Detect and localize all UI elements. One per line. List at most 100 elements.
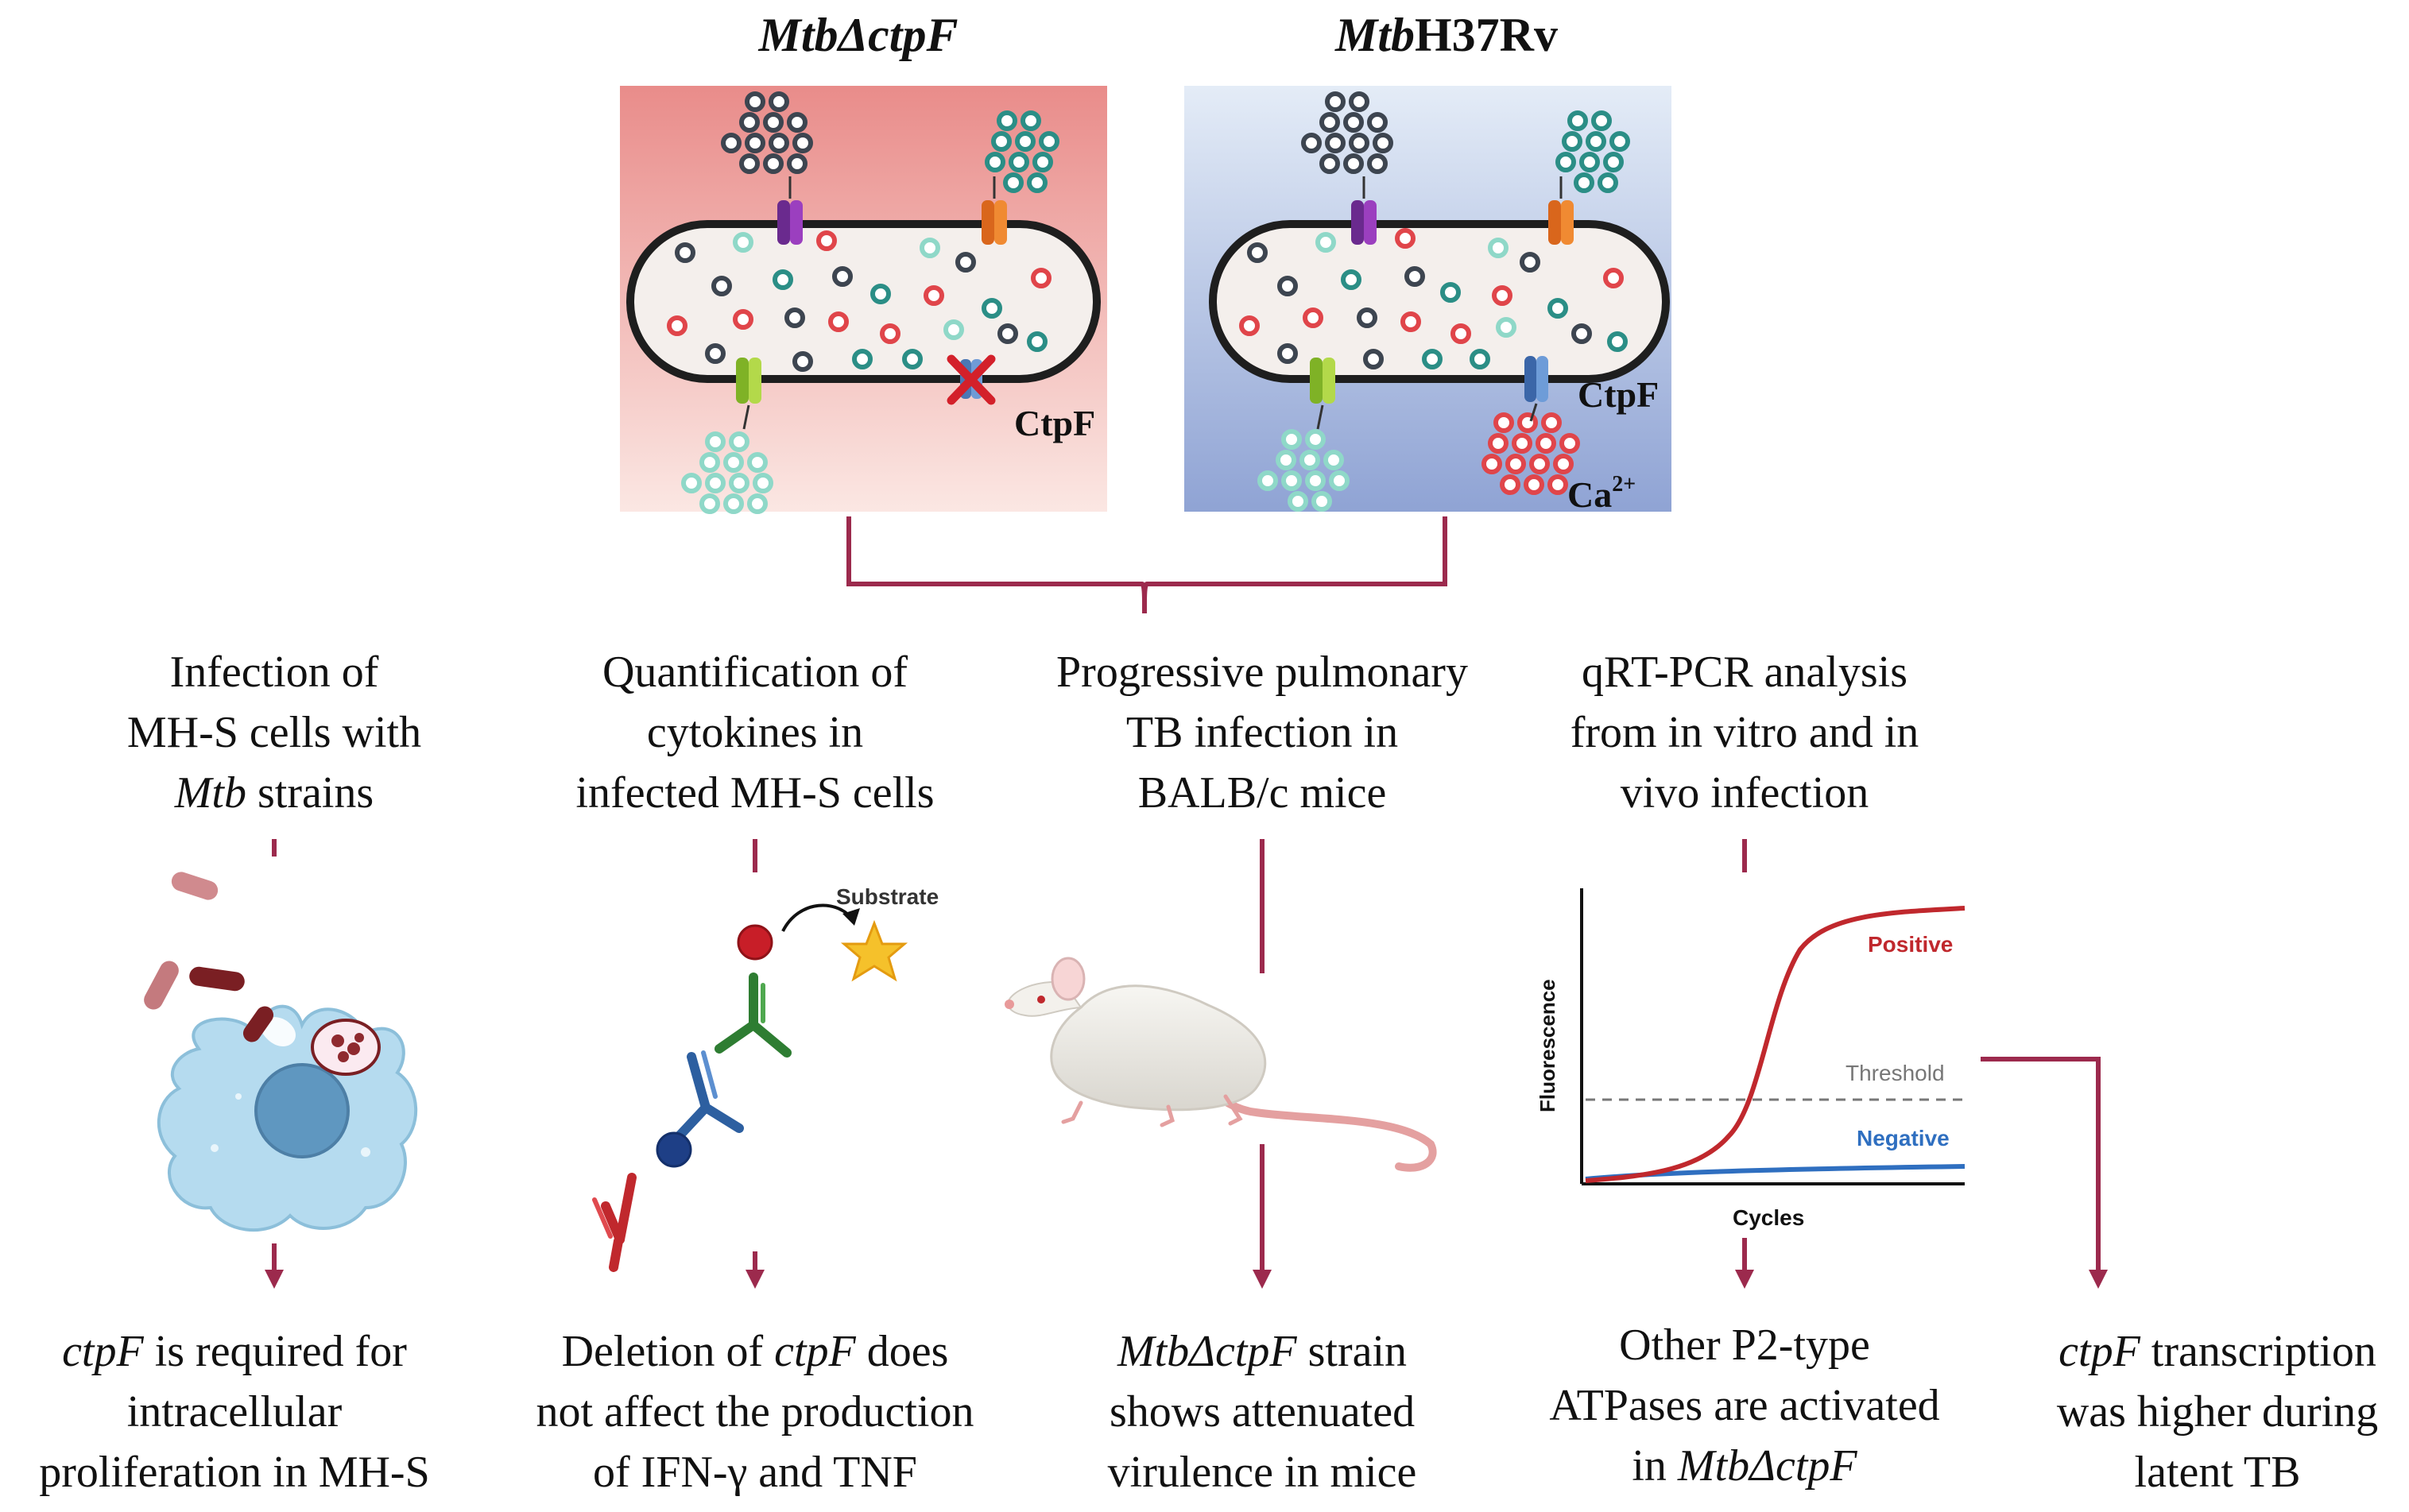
ion-dot	[747, 493, 768, 514]
ion-dot	[1395, 228, 1416, 249]
ion-dot	[787, 153, 808, 174]
ion-dot	[1512, 433, 1532, 454]
text-segment: Quantification of	[602, 648, 908, 697]
ion-dot	[1547, 474, 1568, 495]
text-segment: Deletion of	[561, 1327, 775, 1376]
text-segment: shows attenuated	[1109, 1387, 1416, 1437]
ion-dot	[1301, 133, 1322, 153]
ion-dot	[997, 323, 1018, 344]
phagosome	[311, 1019, 381, 1076]
ion-dot	[955, 252, 976, 273]
threshold-to-latent-arrow	[1981, 1057, 2108, 1289]
negative-label: Negative	[1857, 1126, 1950, 1150]
text-line: infected MH-S cells	[556, 763, 954, 823]
ion-dot	[1367, 153, 1388, 174]
ion-dot	[943, 319, 964, 340]
ion-dot	[1299, 450, 1320, 470]
text-segment: was higher during	[2056, 1387, 2379, 1437]
cycles-label: Cycles	[1733, 1205, 1804, 1230]
membrane-pump-icon	[1351, 176, 1377, 245]
text-segment: qRT-PCR analysis	[1582, 648, 1907, 697]
ion-dot	[1305, 470, 1326, 491]
ion-dot	[1496, 317, 1516, 338]
ion-dot	[1603, 152, 1624, 172]
rod-bacterium-icon	[189, 966, 245, 992]
wildtype-extracellular-ions	[1257, 91, 1630, 512]
ion-dot	[1032, 152, 1053, 172]
text-segment: strain	[1296, 1327, 1408, 1376]
threshold-label: Threshold	[1845, 1061, 1945, 1085]
text-line: Mtb strains	[76, 763, 473, 823]
ion-dot	[787, 112, 808, 133]
text-line: from in vitro and in	[1554, 702, 1935, 763]
text-segment: Mtb	[174, 768, 246, 818]
text-segment: cytokines in	[646, 708, 864, 757]
positive-label: Positive	[1868, 932, 1953, 957]
ion-dot	[1031, 268, 1052, 288]
ion-dot	[1341, 269, 1361, 290]
qpcr-curve-icon: Positive Threshold Negative Cycles Fluor…	[1536, 888, 1966, 1230]
ion-dot	[1562, 131, 1582, 152]
membrane-pump-icon	[1310, 358, 1335, 430]
ion-dot	[1488, 238, 1509, 258]
text-line: Other P2-type	[1506, 1315, 1983, 1375]
ion-dot	[733, 309, 753, 330]
rod-bacterium-icon	[242, 1006, 274, 1042]
text-segment: in	[1632, 1441, 1678, 1491]
text-line: cytokines in	[556, 702, 954, 763]
ion-dot	[870, 284, 891, 304]
ion-dot	[721, 133, 742, 153]
text-segment: proliferation in MH-S	[39, 1448, 430, 1497]
text-segment: strains	[246, 768, 374, 818]
ion-dot	[739, 153, 760, 174]
ion-dot	[753, 473, 773, 493]
ion-dot	[1586, 131, 1606, 152]
ion-dot	[1311, 491, 1332, 512]
ion-dot	[880, 323, 900, 344]
text-segment: BALB/c mice	[1137, 768, 1387, 818]
ion-dot	[1529, 454, 1550, 474]
text-segment: from in vitro and in	[1570, 708, 1919, 757]
membrane-pump-icon	[777, 176, 803, 245]
ion-dot	[1574, 172, 1594, 193]
ion-dot	[1003, 172, 1024, 193]
ion-dot	[1609, 131, 1630, 152]
bracket-connector	[846, 516, 1447, 613]
ion-dot	[1555, 152, 1576, 172]
ion-dot	[675, 242, 695, 263]
ion-dot	[1319, 112, 1340, 133]
ion-dot	[699, 452, 720, 473]
ion-dot	[1363, 349, 1384, 369]
text-segment: is required for	[143, 1327, 407, 1376]
ion-dot	[816, 230, 837, 251]
mutant-bacterium-cell	[626, 220, 1101, 383]
ion-dot	[997, 110, 1017, 131]
ion-dot	[1329, 470, 1350, 491]
ion-dot	[1520, 252, 1540, 273]
ion-dot	[1315, 232, 1336, 253]
membrane-pump-icon	[736, 358, 761, 430]
ion-dot	[1257, 470, 1278, 491]
ion-dot	[1281, 429, 1302, 450]
ion-dot	[1367, 112, 1388, 133]
connector-lines	[265, 839, 2108, 1289]
ion-dot	[1039, 131, 1059, 152]
membrane-pump-icon	[1548, 176, 1574, 245]
ion-dot	[723, 493, 744, 514]
ion-dot	[1305, 429, 1326, 450]
calcium-label: Ca2+	[1567, 472, 1636, 515]
text-segment: infected MH-S cells	[575, 768, 935, 818]
ion-dot	[1357, 307, 1377, 328]
deleted-ctpf-pump	[947, 354, 996, 405]
ion-dot	[1591, 110, 1612, 131]
ion-dot	[1277, 276, 1298, 296]
ion-dot	[773, 269, 793, 290]
ion-dot	[1247, 242, 1268, 263]
mutant-panel: CtpF	[620, 86, 1107, 514]
mutant-extracellular-ions	[681, 91, 1059, 514]
ion-dot	[1021, 110, 1041, 131]
substrate-label: Substrate	[836, 884, 939, 909]
